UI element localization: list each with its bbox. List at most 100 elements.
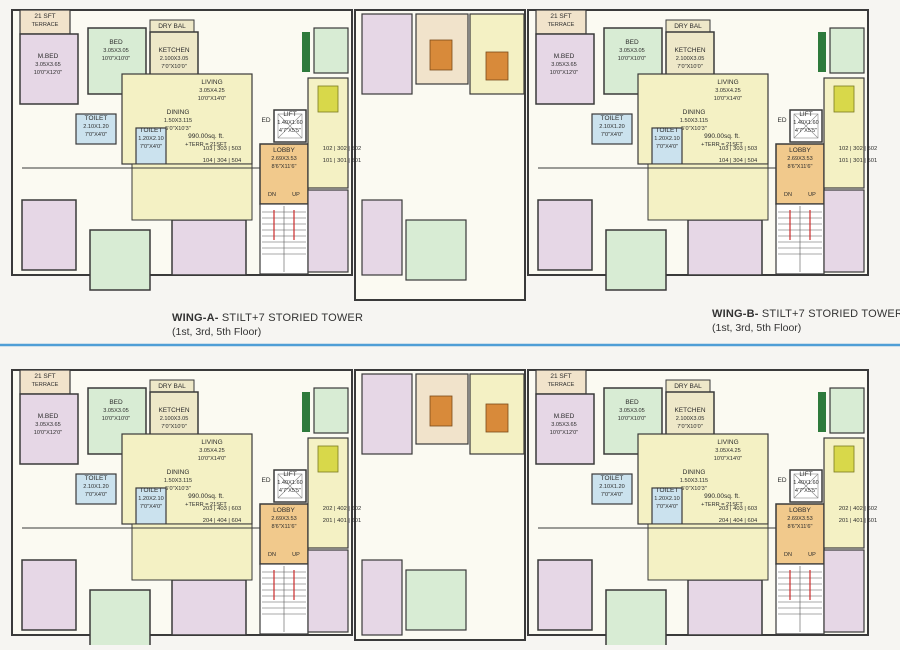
- lobby-label: LOBBY: [273, 507, 295, 514]
- unit-numbers-right-bottom: 101 | 301 | 501: [323, 158, 361, 164]
- unit-numbers-left-bottom: 204 | 404 | 604: [203, 518, 242, 524]
- wing-a-caption: WING-A- STILT+7 STORIED TOWER (1st, 3rd,…: [172, 312, 363, 338]
- toilet2-label: 7'0"X4'0": [656, 144, 678, 150]
- drybal-label: DRY BAL: [674, 23, 702, 30]
- ed-label: ED: [777, 117, 786, 124]
- mbed-label: M.BED: [38, 53, 59, 60]
- toilet2-label: 7'0"X4'0": [140, 144, 162, 150]
- mbed-label: M.BED: [38, 413, 59, 420]
- terrace-label: 21 SFT: [34, 13, 55, 20]
- unit-numbers-left-top: 103 | 303 | 503: [719, 146, 757, 152]
- dining-label: 1.50X3.115: [164, 118, 192, 124]
- stair-dn-label: DN: [268, 552, 276, 558]
- bed-label: BED: [625, 399, 639, 406]
- kitchen-label: KETCHEN: [158, 47, 189, 54]
- living-label: 3.05X4.25: [715, 448, 741, 454]
- kitchen-label: 2.100X3.05: [676, 416, 705, 422]
- lift-label: LIFT: [799, 111, 812, 118]
- toilet2-label: TOILET: [140, 127, 163, 134]
- area-label: +TERR = 21SFT: [701, 502, 743, 508]
- dining-label: 1.50X3.115: [164, 478, 192, 484]
- area-label: 990.00sq. ft.: [704, 133, 740, 140]
- toilet1-label: 7'0"X4'0": [85, 132, 107, 138]
- lift-label: LIFT: [283, 111, 296, 118]
- ed-label: ED: [261, 117, 270, 124]
- dining-label: 1.50X3.115: [680, 118, 708, 124]
- toilet1-label: 2.10X1.20: [83, 484, 109, 490]
- lift-label: 1.40X1.60: [277, 120, 303, 126]
- wing-b-name: WING-B-: [712, 308, 759, 320]
- dining-label: 5'0"X10'3": [165, 486, 190, 492]
- bed-label: 10'0"X10'0": [618, 56, 647, 62]
- lobby-label: 8'6"X11'6": [788, 164, 813, 170]
- toilet1-label: 2.10X1.20: [599, 484, 625, 490]
- unit-numbers-right-top: 202 | 402 | 602: [323, 506, 361, 512]
- kitchen-label: 2.100X3.05: [676, 56, 705, 62]
- lobby-label: LOBBY: [789, 147, 811, 154]
- lift-label: LIFT: [799, 471, 812, 478]
- lift-label: 4'7"X5'5": [795, 488, 817, 494]
- kitchen-label: KETCHEN: [158, 407, 189, 414]
- bed-label: 3.05X3.05: [619, 408, 645, 414]
- lobby-label: 8'6"X11'6": [272, 164, 297, 170]
- mbed-label: 3.05X3.65: [35, 62, 61, 68]
- toilet2-label: TOILET: [656, 487, 679, 494]
- mbed-label: 3.05X3.65: [551, 62, 577, 68]
- stair-up-label: UP: [808, 192, 816, 198]
- mbed-label: M.BED: [554, 413, 575, 420]
- dining-label: DINING: [683, 469, 706, 476]
- lift-label: 4'7"X5'5": [279, 128, 301, 134]
- toilet1-label: 2.10X1.20: [599, 124, 625, 130]
- dining-label: DINING: [167, 469, 190, 476]
- unit-numbers-left-bottom: 104 | 304 | 504: [719, 158, 758, 164]
- mbed-label: 10'0"X12'0": [550, 430, 579, 436]
- unit-numbers-left-bottom: 104 | 304 | 504: [203, 158, 242, 164]
- unit-numbers-left-top: 203 | 403 | 603: [719, 506, 757, 512]
- bed-label: BED: [625, 39, 639, 46]
- living-label: 10'0"X14'0": [714, 456, 743, 462]
- unit-numbers-left-top: 203 | 403 | 603: [203, 506, 241, 512]
- living-label: 3.05X4.25: [199, 448, 225, 454]
- unit-numbers-right-top: 102 | 302 | 502: [839, 146, 877, 152]
- bed-label: 10'0"X10'0": [618, 416, 647, 422]
- lobby-label: 2.69X3.53: [787, 516, 813, 522]
- lobby-label: 8'6"X11'6": [272, 524, 297, 530]
- kitchen-label: KETCHEN: [674, 47, 705, 54]
- unit-numbers-right-bottom: 201 | 401 | 601: [323, 518, 361, 524]
- kitchen-label: 7'0"X10'0": [677, 424, 702, 430]
- lobby-label: 8'6"X11'6": [788, 524, 813, 530]
- kitchen-label: KETCHEN: [674, 407, 705, 414]
- living-label: 3.05X4.25: [715, 88, 741, 94]
- stair-dn-label: DN: [784, 192, 792, 198]
- terrace-label: 21 SFT: [550, 373, 571, 380]
- dining-label: 5'0"X10'3": [165, 126, 190, 132]
- lift-label: LIFT: [283, 471, 296, 478]
- wing-b-desc: STILT+7 STORIED TOWER: [758, 308, 900, 320]
- lift-label: 1.40X1.60: [793, 120, 819, 126]
- area-label: +TERR = 21SFT: [185, 502, 227, 508]
- bed-label: 10'0"X10'0": [102, 416, 131, 422]
- lift-label: 4'7"X5'5": [279, 488, 301, 494]
- living-label: 10'0"X14'0": [714, 96, 743, 102]
- lift-label: 1.40X1.60: [793, 480, 819, 486]
- unit-numbers-right-top: 102 | 302 | 502: [323, 146, 361, 152]
- wing-a-name: WING-A-: [172, 312, 219, 324]
- area-label: +TERR = 21SFT: [701, 142, 743, 148]
- toilet2-label: 1.20X2.10: [654, 496, 680, 502]
- ed-label: ED: [777, 477, 786, 484]
- toilet1-label: 7'0"X4'0": [601, 132, 623, 138]
- unit-numbers-right-top: 202 | 402 | 602: [839, 506, 877, 512]
- kitchen-label: 2.100X3.05: [160, 56, 189, 62]
- unit-numbers-right-bottom: 201 | 401 | 601: [839, 518, 877, 524]
- toilet2-label: 7'0"X4'0": [656, 504, 678, 510]
- stair-up-label: UP: [292, 192, 300, 198]
- unit-numbers-right-bottom: 101 | 301 | 501: [839, 158, 877, 164]
- living-label: 10'0"X14'0": [198, 456, 227, 462]
- toilet2-label: 1.20X2.10: [138, 136, 164, 142]
- ed-label: ED: [261, 477, 270, 484]
- living-label: LIVING: [717, 79, 738, 86]
- drybal-label: DRY BAL: [674, 383, 702, 390]
- kitchen-label: 7'0"X10'0": [161, 64, 186, 70]
